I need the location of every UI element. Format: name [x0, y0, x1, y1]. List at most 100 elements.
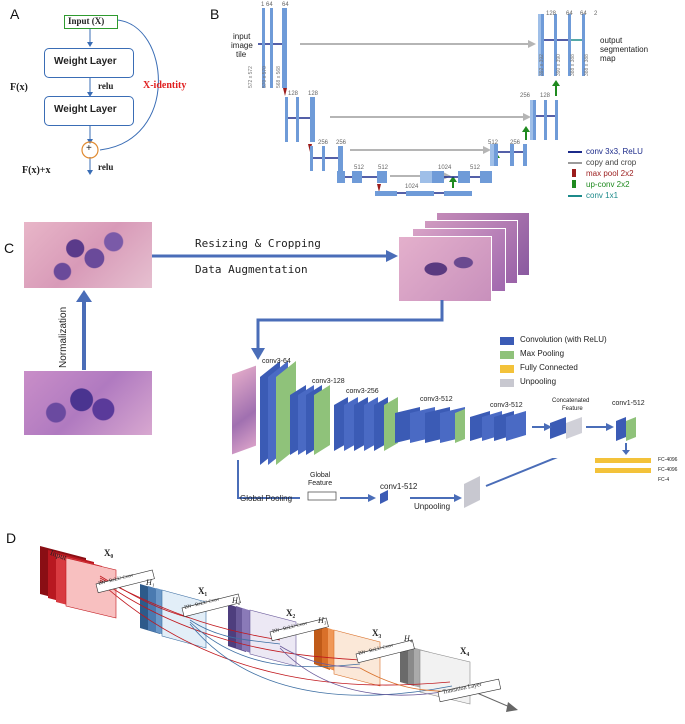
- legend-fc-swatch: [500, 365, 514, 373]
- panel-d-letter: D: [6, 530, 17, 546]
- unpool-block: [464, 476, 480, 508]
- legend-conv-arrow-icon: [568, 151, 582, 153]
- input-label: Input (X): [68, 16, 105, 26]
- block-conv3-256: [334, 397, 398, 451]
- relu-2-label: relu: [98, 162, 114, 172]
- histology-image-top: [24, 222, 152, 288]
- concat-label-1: Concatenated: [552, 398, 590, 404]
- unet-channel-64b: 64: [282, 2, 289, 8]
- legend-convolution-label: Convolution (with ReLU): [520, 335, 607, 344]
- fc-label-3: FC-4: [658, 477, 670, 483]
- unpooling-label: Unpooling: [414, 502, 451, 511]
- conv1-512-bottom-label: conv1-512: [380, 482, 418, 491]
- layer-label-conv3-128: conv3-128: [312, 378, 345, 385]
- legend-maxpool-label: Max Pooling: [520, 349, 565, 358]
- input-image-tile-label-1: input: [233, 32, 251, 41]
- legend-upconv-label: up-conv 2x2: [586, 180, 630, 189]
- legend-maxpool-swatch: [500, 351, 514, 359]
- global-pooling-label: Global Pooling: [240, 494, 293, 503]
- x2-label: X₂: [286, 608, 296, 618]
- plus-sign: +: [86, 143, 92, 154]
- fc-label-1: FC-4096: [658, 457, 678, 463]
- unet-size-572: 572 x 572: [248, 66, 254, 88]
- legend-conv1x1-arrow-icon: [568, 195, 582, 197]
- unet-channel-1: 1: [261, 2, 265, 8]
- weight-layer-1-label: Weight Layer: [54, 56, 117, 67]
- identity-label: X-identity: [143, 80, 187, 91]
- input-box: [64, 15, 118, 29]
- layer-label-conv3-64: conv3-64: [262, 358, 291, 365]
- normalization-arrow: [76, 290, 92, 370]
- block-conv3-128: [290, 385, 330, 455]
- unet-channel-512b: 512: [378, 165, 389, 171]
- resize-label: Resizing & Cropping: [195, 237, 321, 250]
- legend-copy-label: copy and crop: [586, 158, 637, 167]
- augmented-patch-1: [398, 236, 492, 302]
- fc-label-2: FC-4096: [658, 467, 678, 473]
- patch-to-network-arrow: [251, 300, 444, 360]
- normalization-label: Normalization: [58, 306, 69, 368]
- network-legend: Convolution (with ReLU) Max Pooling Full…: [500, 335, 640, 399]
- x3-label: X₃: [372, 628, 382, 638]
- unet-channel-128c: 128: [540, 93, 551, 99]
- global-feature-label-1: Global: [310, 472, 331, 479]
- x1-label: X₁: [198, 586, 208, 596]
- panel-b-letter: B: [210, 6, 220, 22]
- h3-label: H₃: [318, 616, 327, 625]
- unet-channel-512a: 512: [354, 165, 365, 171]
- layer-label-conv1-512: conv1-512: [612, 400, 645, 407]
- h1-label: H₁: [146, 578, 155, 587]
- relu-1-label: relu: [98, 81, 114, 91]
- unet-channel-256a: 256: [318, 140, 329, 146]
- plus-circle: [81, 141, 99, 159]
- block-conv3-512-b: [470, 411, 526, 441]
- vgg-network: [260, 361, 651, 473]
- unet-legend: conv 3x3, ReLU copy and crop max pool 2x…: [568, 147, 683, 202]
- layer-label-conv3-256: conv3-256: [346, 388, 379, 395]
- unet-size-568: 568 x 568: [276, 66, 282, 88]
- weight-layer-2: [44, 96, 134, 126]
- unet-channel-64c: 64: [566, 11, 573, 17]
- h2-label: H₂: [232, 596, 241, 605]
- fx-plus-x-label: F(x)+x: [22, 165, 51, 176]
- conv1-small-block: [380, 490, 388, 504]
- unet-channel-1024b: 1024: [438, 165, 452, 171]
- unet-channel-64a: 64: [266, 2, 273, 8]
- unet-channel-256d: 256: [520, 93, 531, 99]
- unet-size-392: 392 x 392: [539, 54, 545, 76]
- output-segmentation-label-2: segmentation: [600, 45, 649, 54]
- block-conv3-64: [260, 361, 296, 465]
- input-stack: [40, 546, 117, 619]
- layer-label-conv3-512-b: conv3-512: [490, 402, 523, 409]
- legend-fc-label: Fully Connected: [520, 363, 578, 372]
- global-pooling-path: [237, 458, 558, 508]
- legend-conv-label: conv 3x3, ReLU: [586, 147, 643, 156]
- unet-size-388b: 388 x 388: [584, 54, 590, 76]
- unet-channel-512d: 512: [488, 140, 499, 146]
- unet-channel-256c: 256: [510, 140, 521, 146]
- legend-copy-arrow-icon: [568, 162, 582, 164]
- block-conv3-512-a: [395, 407, 465, 443]
- unet-channel-2: 2: [594, 11, 598, 17]
- unet-channel-256b: 256: [336, 140, 347, 146]
- legend-conv1x1-label: conv 1x1: [586, 191, 619, 200]
- unet-size-390: 390 x 390: [556, 54, 562, 76]
- unet-size-388a: 388 x 388: [570, 54, 576, 76]
- unet-channel-1024a: 1024: [405, 184, 419, 190]
- unet-channel-64d: 64: [580, 11, 587, 17]
- histology-image-bottom: [24, 371, 152, 435]
- unet-channel-128b: 128: [308, 91, 319, 97]
- legend-unpooling-label: Unpooling: [520, 377, 557, 386]
- x3-stack: [314, 624, 381, 687]
- block-conv1-512: [616, 417, 636, 441]
- legend-upconv-arrow-icon: [572, 180, 576, 188]
- input-image-tile-label-3: tile: [236, 50, 247, 59]
- fx-label: F(x): [10, 82, 28, 93]
- output-segmentation-label-3: map: [600, 54, 616, 63]
- weight-layer-1: [44, 48, 134, 78]
- x1-stack: [140, 584, 207, 649]
- unet-channel-128a: 128: [288, 91, 299, 97]
- fc-4096-b: [595, 468, 651, 473]
- block-concatenated: [550, 417, 582, 439]
- unet-size-570: 570 x 570: [262, 66, 268, 88]
